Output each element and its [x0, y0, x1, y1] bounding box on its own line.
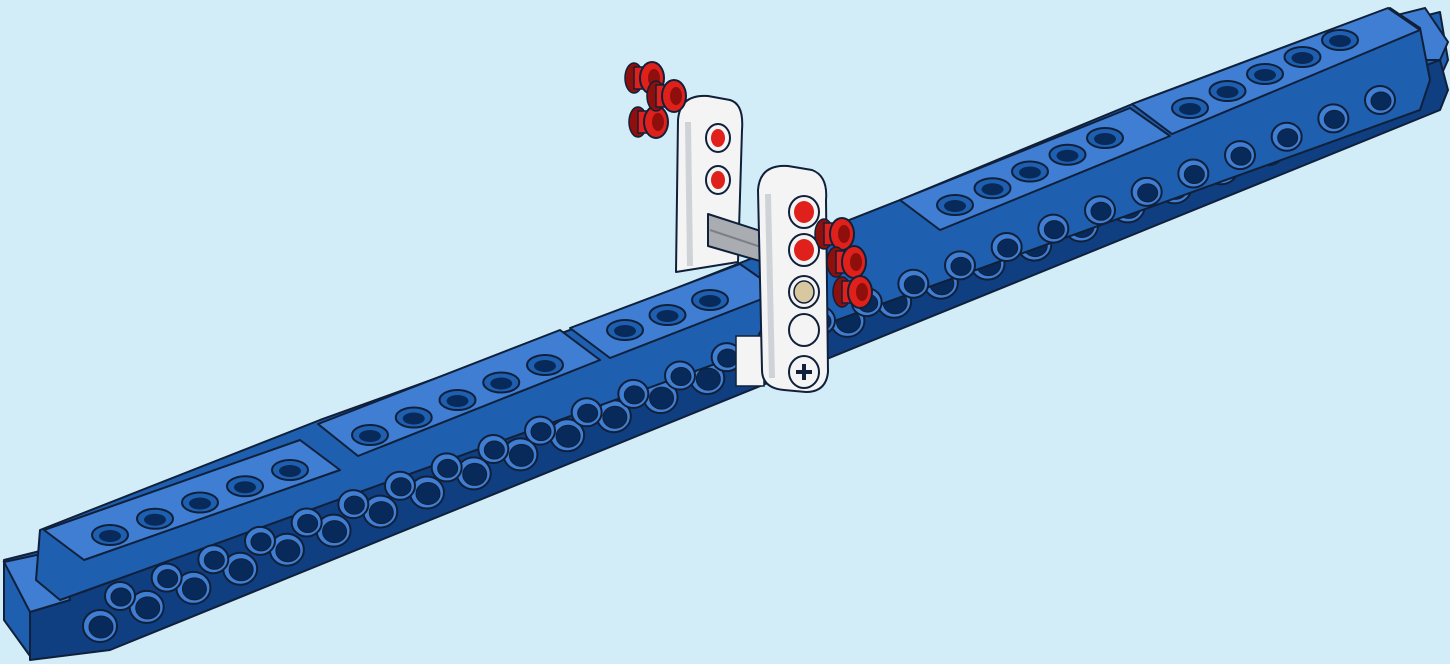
upper-brick-side-hole	[950, 256, 972, 276]
upper-brick-side-hole	[157, 569, 179, 589]
brick5-stud-hole	[1329, 35, 1351, 47]
upper-brick-side-hole	[1323, 109, 1345, 129]
brick1-stud-hole	[99, 530, 121, 542]
red-pin-front-3-cross-hole	[856, 283, 868, 301]
upper-brick-side-hole	[1090, 201, 1112, 221]
back-liftarm-edge	[685, 121, 693, 267]
brick5-stud-hole	[1179, 103, 1201, 115]
brick5-stud-hole	[1291, 52, 1314, 64]
lower-beam-front-hole	[135, 596, 161, 620]
upper-brick-side-hole	[1277, 128, 1299, 148]
upper-brick-side-hole	[110, 587, 132, 607]
upper-brick-side-hole	[577, 403, 599, 423]
front-liftarm-hole	[788, 313, 820, 347]
upper-brick-side-hole	[623, 385, 645, 405]
lower-beam-front-hole	[602, 405, 628, 429]
upper-brick-side-hole	[297, 514, 319, 534]
upper-brick-side-hole	[343, 495, 365, 515]
lower-beam-front-hole	[695, 367, 721, 391]
upper-brick-side-hole	[1370, 91, 1392, 111]
lower-beam-front-hole	[275, 539, 301, 563]
lower-beam-front-hole	[322, 520, 348, 544]
brick1-stud-hole	[279, 465, 301, 477]
lower-beam-front-hole	[181, 577, 207, 601]
red-pin-back-2-cross-hole	[652, 113, 664, 131]
brick3-stud-hole	[699, 295, 721, 307]
upper-brick-side-hole	[390, 477, 412, 497]
red-pin-front-2-cross-hole	[850, 253, 862, 271]
brick2-stud-hole	[490, 377, 513, 390]
upper-brick-side-hole	[1137, 183, 1159, 203]
upper-brick-row	[35, 7, 1431, 611]
liftarm-bottom-gap	[735, 335, 765, 387]
upper-brick-side-hole	[250, 532, 272, 552]
upper-brick-side-hole	[1230, 146, 1252, 166]
front-liftarm-pin-in-hole	[794, 201, 814, 223]
upper-brick-side-hole	[1183, 164, 1205, 184]
tan-bush	[793, 280, 815, 304]
axle-cross-hole	[796, 364, 812, 380]
brick5-stud-hole	[1216, 86, 1239, 98]
upper-brick-side-hole	[203, 550, 225, 570]
upper-brick-side-hole	[903, 275, 925, 295]
upper-brick-side-hole	[483, 440, 505, 460]
upper-brick-side-hole	[717, 348, 739, 368]
brick4-stud-hole	[1019, 166, 1041, 179]
front-liftarm-edge	[765, 193, 775, 379]
brick4-stud-hole	[1056, 149, 1079, 162]
lower-beam-front-hole	[368, 501, 394, 525]
lower-beam-front-hole	[649, 386, 675, 410]
brick4-stud-hole	[1094, 133, 1116, 145]
lower-beam-front-hole	[508, 443, 534, 467]
brick2-stud-hole	[402, 412, 425, 425]
red-pin-front-1-cross-hole	[838, 225, 850, 243]
brick3-stud-hole	[614, 325, 636, 337]
upper-brick-side-hole	[530, 422, 552, 442]
red-pin-back-3-cross-hole	[670, 87, 682, 105]
upper-brick-side-hole	[1043, 220, 1065, 240]
lower-beam-front-hole	[415, 482, 441, 505]
brick1-stud-hole	[189, 497, 211, 510]
upper-brick-side-hole	[670, 367, 692, 387]
brick4-stud-hole	[944, 200, 966, 212]
brick4-stud-hole	[981, 183, 1004, 196]
back-liftarm-pin-in-hole	[711, 171, 725, 189]
front-liftarm	[757, 164, 873, 393]
brick2-stud-hole	[359, 430, 381, 442]
brick3-stud-hole	[656, 310, 679, 322]
brick1-stud-hole	[234, 481, 256, 494]
upper-brick-side-hole	[997, 238, 1019, 258]
brick2-stud-hole	[534, 360, 556, 372]
brick1-stud-hole	[144, 513, 166, 526]
brick5-stud-hole	[1254, 69, 1276, 81]
brick2-stud-hole	[446, 395, 469, 407]
upper-brick-side-hole	[437, 458, 459, 478]
lower-beam-front-hole	[555, 424, 581, 448]
back-liftarm-pin-in-hole	[711, 129, 725, 147]
lower-beam-front-hole	[88, 615, 114, 639]
lower-beam-front-hole	[462, 462, 488, 486]
front-liftarm-pin-in-hole	[794, 239, 814, 261]
lower-beam-front-hole	[228, 558, 254, 582]
